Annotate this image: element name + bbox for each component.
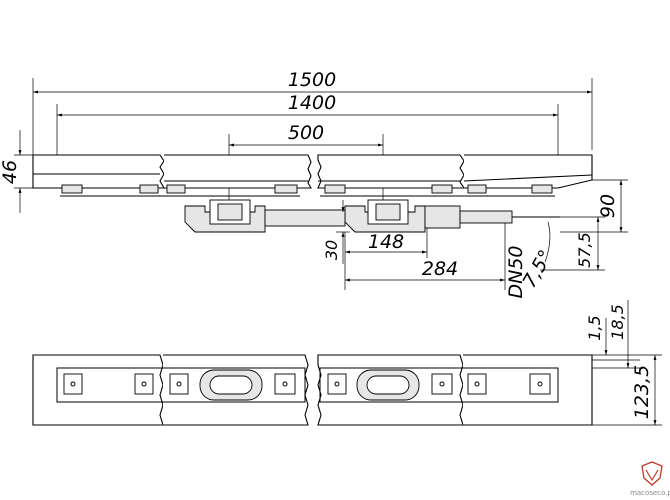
watermark-text: macoseco.pl [630,489,670,497]
dim-width: 123,5 [631,365,653,419]
dim-inner-length: 1400 [288,92,336,114]
mounting-brackets [60,184,555,197]
top-view: 1,5 18,5 123,5 [32,300,662,426]
drain-opening-left [199,369,263,401]
outlet-pipe [264,205,560,229]
drain-pot-right [344,199,426,233]
watermark-logo-icon [641,461,663,486]
tray-plan-left [32,354,164,426]
dim-outlet-drop: 30 [322,240,341,260]
dim-outlet-offset: 148 [368,231,404,253]
drain-pot-left [184,199,266,233]
dim-top-depth: 18,5 [608,304,627,340]
dim-height-left: 46 [0,160,21,184]
pipe-size-label: DN50 [505,245,527,298]
dim-height-right: 90 [597,194,619,218]
tray-body-right [317,154,466,189]
dim-outlet-length: 284 [422,258,458,280]
dim-top-step: 1,5 [585,315,604,340]
dim-outlet-height: 57,5 [575,232,594,268]
tray-body-left [32,154,165,189]
channel-pads [63,373,551,395]
watermark: macoseco.pl [630,461,670,497]
drain-opening-right [356,369,420,401]
dim-total-length: 1500 [288,69,336,91]
side-view: 1500 1400 500 [0,69,628,299]
dim-drain-spacing: 500 [288,122,324,144]
